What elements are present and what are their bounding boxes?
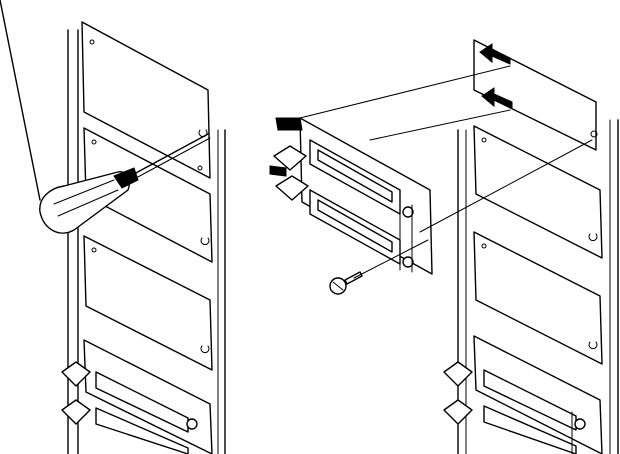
- right-slot-cover-2: [473, 125, 603, 259]
- card-latch-right-2: [443, 399, 473, 425]
- guide-line-top: [299, 65, 511, 119]
- right-chassis: [443, 39, 619, 454]
- insert-card: [269, 65, 593, 275]
- arrow-icon: [479, 43, 513, 109]
- card-edge-tab: [275, 117, 303, 131]
- screw-alignment-line: [353, 239, 429, 279]
- slot-cover-3: [83, 235, 213, 371]
- card-connector-right-1: [483, 369, 577, 431]
- left-chassis: [61, 21, 226, 454]
- screwdriver-handle: [39, 171, 130, 234]
- insert-arrow-1: [479, 43, 511, 65]
- callout-leader-line: [0, 0, 41, 201]
- installed-card-right: [473, 335, 603, 454]
- card-latch-1: [273, 145, 307, 171]
- card-connector-right-2: [483, 405, 577, 454]
- slot-cover-1: [81, 21, 211, 179]
- card-latch-2: [275, 175, 309, 201]
- guide-line-bottom: [369, 109, 511, 141]
- slot-cover-2: [83, 127, 213, 263]
- card-latch-left-2: [61, 399, 91, 425]
- alignment-line: [419, 139, 593, 233]
- right-slot-cover-3: [473, 231, 603, 365]
- open-slot: [473, 39, 597, 151]
- screwdriver-shaft: [133, 133, 209, 175]
- screwdriver-ferrule: [113, 167, 139, 189]
- card-connector-left-2: [95, 407, 189, 454]
- card-latch-left-1: [61, 361, 91, 387]
- card-connector-left-1: [95, 371, 189, 433]
- screw-icon: [329, 239, 429, 295]
- screw-thread: [344, 271, 363, 285]
- screwdriver-icon: [0, 0, 211, 234]
- card-latch-right-1: [443, 361, 473, 387]
- insert-arrow-2: [481, 87, 513, 109]
